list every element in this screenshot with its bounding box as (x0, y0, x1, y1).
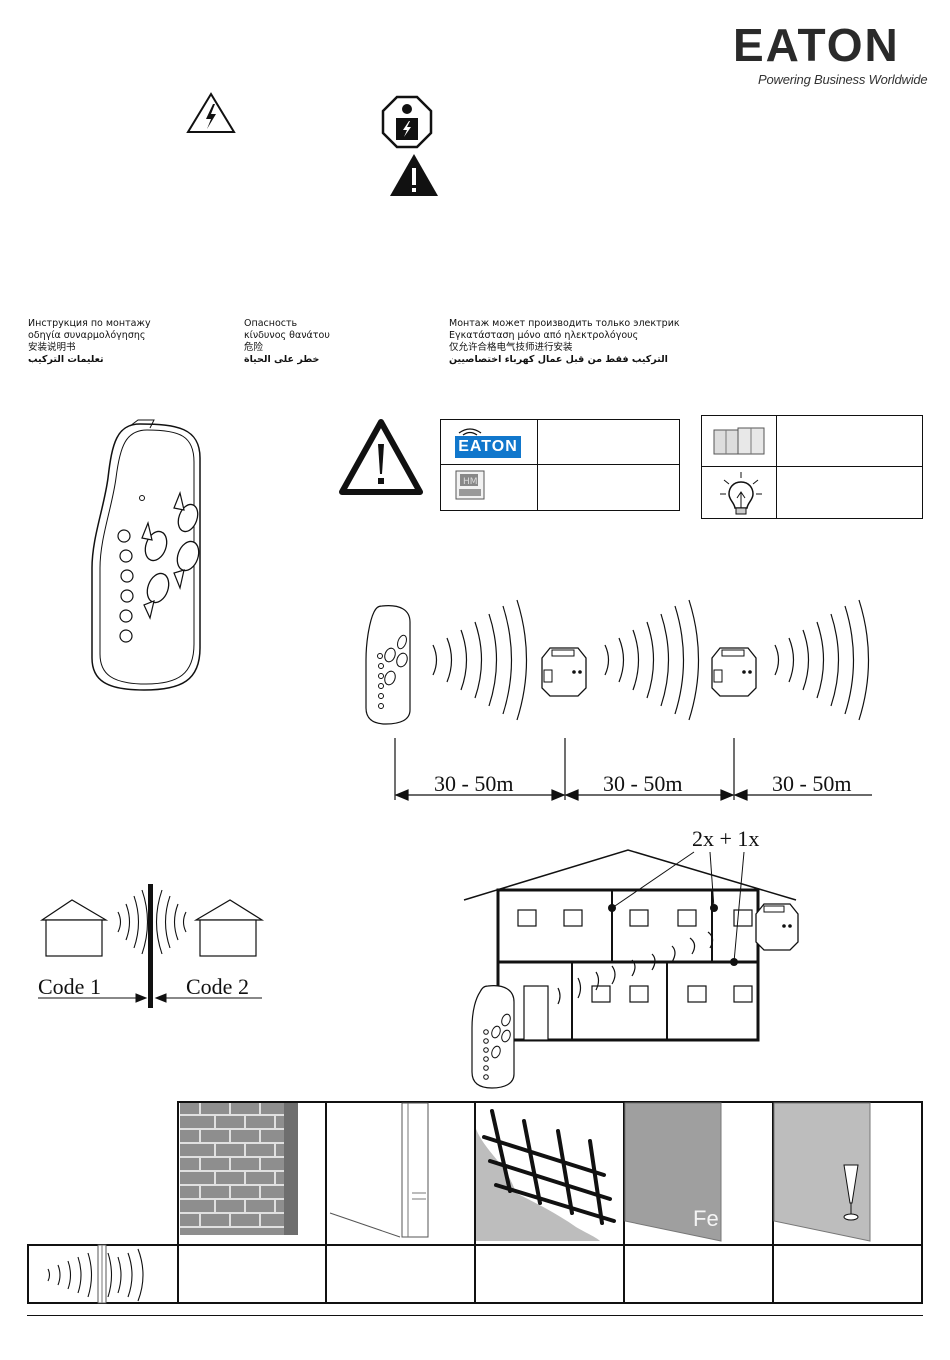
wall-count-label: 2x + 1x (692, 826, 760, 851)
code-2-label: Code 2 (186, 974, 249, 999)
electrician-icon (381, 95, 433, 149)
lightbulb-icon (720, 472, 762, 515)
actuator-icon (541, 647, 587, 697)
col3-line4: التركيب فقط من قبل عمال كهرباء اختصاصيين (449, 354, 668, 365)
remote-control-illustration (91, 419, 201, 691)
range-distance-3: 30 - 50m (772, 771, 852, 796)
col1-line1: Инструкция по монтажу (28, 318, 151, 329)
small-remote-icon (471, 985, 515, 1089)
devices-icon (713, 427, 765, 455)
signal-wave-icon (47, 1244, 144, 1304)
small-remote-icon (365, 605, 411, 725)
caution-icon (390, 154, 438, 196)
col1-line4: تعليمات التركيب (28, 354, 104, 365)
compatibility-table: EATON HM (440, 419, 680, 511)
materials-table (27, 1101, 923, 1304)
eaton-logo-icon: EATON (455, 436, 521, 458)
actuator-icon (711, 647, 757, 697)
col3-line3: 仅允许合格电气技师进行安装 (449, 342, 573, 353)
col3-line2: Εγκατάσταση μόνο από ηλεκτρολόγους (449, 330, 639, 341)
col2-line4: خطر على الحياة (244, 354, 320, 365)
svg-text:HM: HM (463, 477, 478, 487)
code-1-label: Code 1 (38, 974, 101, 999)
device-table (701, 415, 923, 519)
range-distance-1: 30 - 50m (434, 771, 514, 796)
col2-line1: Опасность (244, 318, 298, 329)
wireless-icon (458, 428, 482, 436)
brand-tagline: Powering Business Worldwide (758, 72, 928, 87)
col2-line2: κίνδυνος θανάτου (244, 330, 330, 341)
metal-wall-icon (624, 1102, 722, 1242)
brick-wall-icon (180, 1103, 298, 1235)
high-voltage-warning-icon (186, 92, 236, 133)
range-distance-2: 30 - 50m (603, 771, 683, 796)
house-signal-diagram (463, 849, 799, 1089)
reinforced-concrete-icon (476, 1109, 616, 1241)
brand-name: EATON (733, 19, 900, 71)
code-separation-diagram (38, 884, 265, 1008)
home-manager-icon: HM (455, 470, 485, 500)
mirror-wall-icon (773, 1102, 871, 1242)
bottom-rule (27, 1315, 923, 1316)
col1-line3: 安装说明书 (28, 342, 76, 353)
range-diagram (365, 599, 872, 801)
plasterboard-wall-icon (329, 1102, 429, 1238)
glass-icon (843, 1164, 859, 1221)
metal-fe-label: Fe (693, 1206, 719, 1231)
col3-line1: Монтаж может производить только электрик (449, 318, 680, 329)
actuator-icon (755, 903, 799, 951)
col2-line3: 危险 (244, 342, 264, 353)
caution-icon (339, 419, 423, 495)
col1-line2: οδηγία συναρμολόγησης (28, 330, 146, 341)
